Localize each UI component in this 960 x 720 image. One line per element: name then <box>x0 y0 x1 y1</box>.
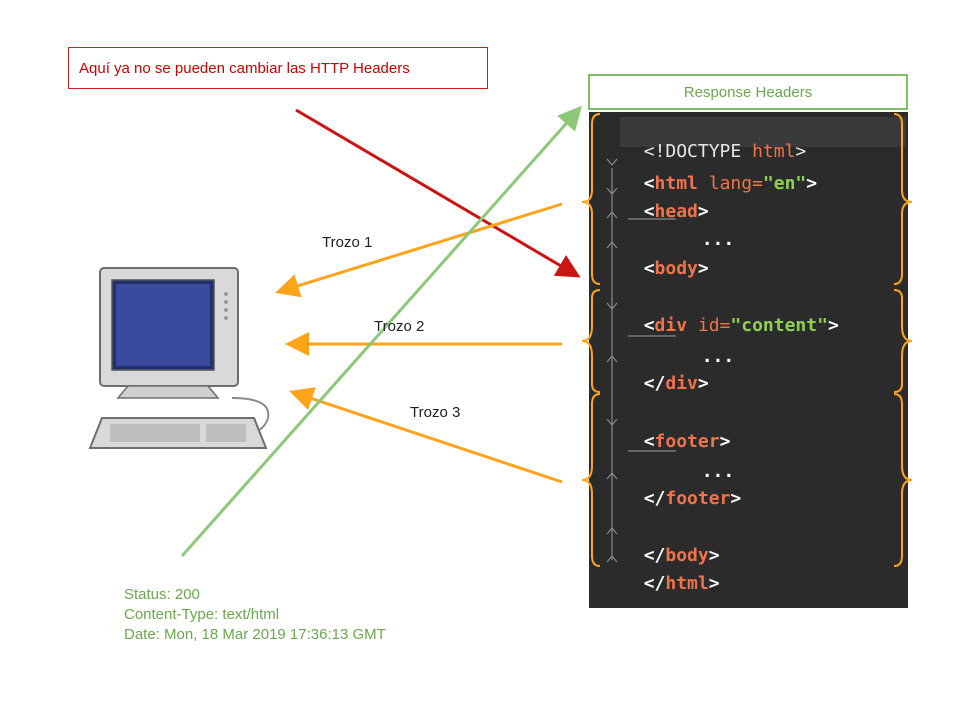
code-line-html-end: </html> <box>643 573 720 594</box>
code-panel <box>589 112 908 608</box>
code-line-doctype: <!DOCTYPE html> <box>643 141 807 162</box>
status-code: Status: 200 <box>124 586 200 603</box>
code-line-body-end: </body> <box>643 545 720 566</box>
chunk-2-label: Trozo 2 <box>374 318 425 335</box>
code-line-html: <html lang="en"> <box>643 173 818 194</box>
code-line-div: <div id="content"> <box>643 315 839 336</box>
code-line-head-ellipsis: ... <box>701 229 735 250</box>
chunk-1-arrow <box>275 202 563 298</box>
chunk-1-label: Trozo 1 <box>322 234 373 251</box>
code-line-footer: <footer> <box>643 431 731 452</box>
date-header: Date: Mon, 18 Mar 2019 17:36:13 GMT <box>124 626 386 643</box>
green-arrow <box>180 105 582 557</box>
chunk-3-label: Trozo 3 <box>410 404 461 421</box>
computer-icon <box>88 267 270 449</box>
fold-gutter <box>606 158 676 563</box>
chunk-braces <box>581 113 913 567</box>
code-highlight-line <box>620 117 906 147</box>
code-line-div-ellipsis: ... <box>701 346 735 367</box>
response-headers-box: Response Headers <box>588 74 908 110</box>
red-arrow <box>295 108 581 278</box>
code-line-footer-end: </footer> <box>643 488 742 509</box>
http-headers-note-text: Aquí ya no se pueden cambiar las HTTP He… <box>79 59 410 77</box>
code-line-body: <body> <box>643 258 709 279</box>
code-line-div-end: </div> <box>643 373 709 394</box>
code-line-footer-ellipsis: ... <box>701 461 735 482</box>
http-headers-note: Aquí ya no se pueden cambiar las HTTP He… <box>68 47 488 89</box>
chunk-3-arrow <box>289 387 563 484</box>
response-headers-title: Response Headers <box>683 83 813 101</box>
response-status-block: Status: 200 Content-Type: text/html Date… <box>124 585 386 645</box>
content-type: Content-Type: text/html <box>124 606 280 623</box>
code-line-head: <head> <box>643 201 709 222</box>
